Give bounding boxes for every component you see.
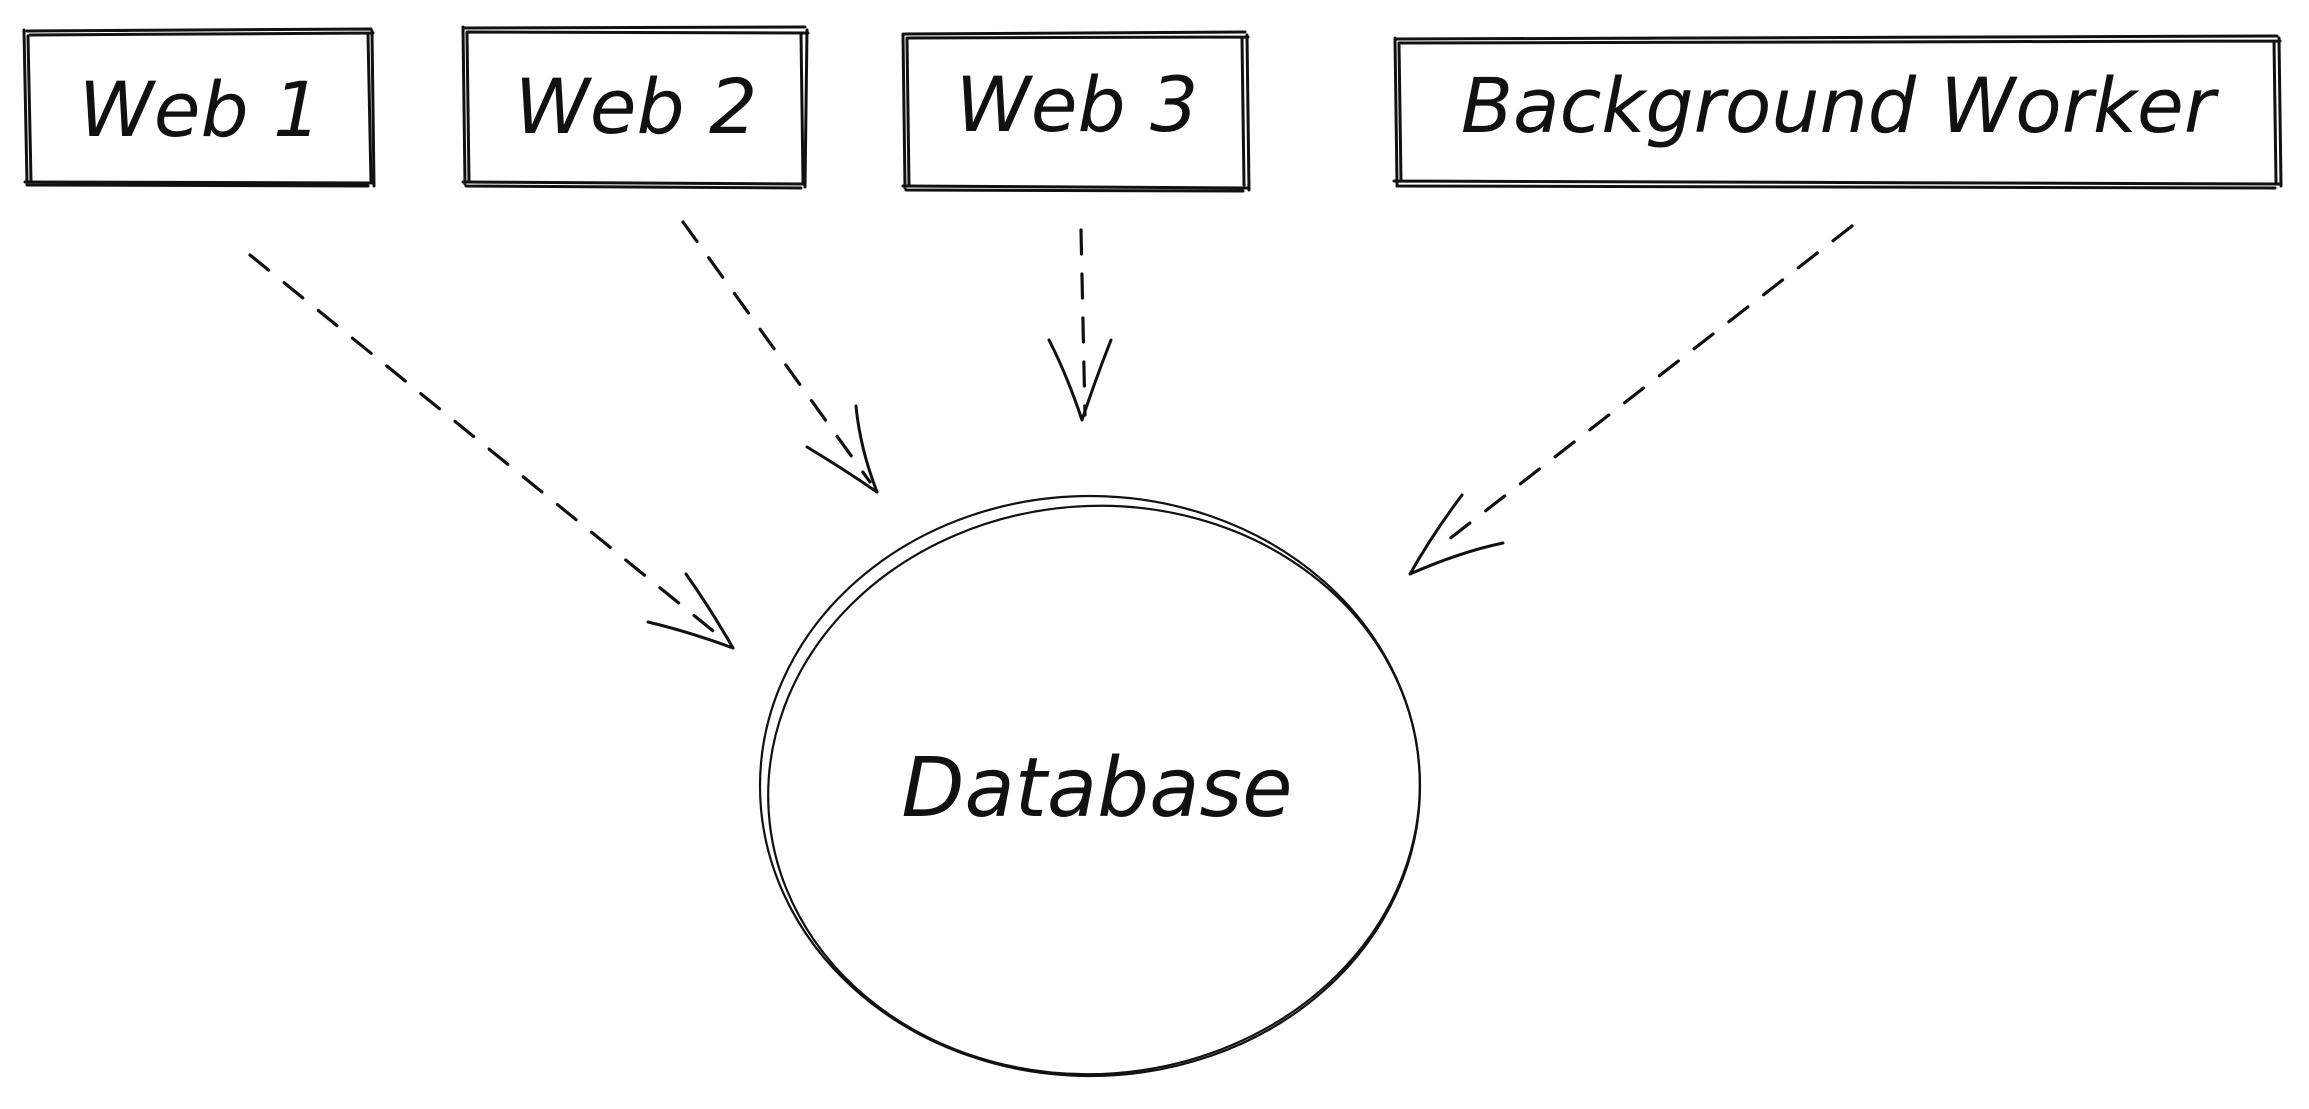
edge-web-2-arrowhead [805,404,879,494]
edge-background-worker-line [1446,224,1854,542]
node-web-3-label: Web 3 [956,60,1199,149]
node-background-worker-border [1392,34,2283,190]
edge-background-worker-to-database [1408,224,1854,576]
node-background-worker-label: Background Worker [1461,61,2220,150]
edge-web-1-to-database [248,253,735,650]
node-web-1-border [22,27,376,188]
node-web-2-border [461,25,810,190]
node-web-2[interactable]: Web 2 [461,25,810,190]
edge-web-3-arrowhead [1047,338,1113,422]
node-database[interactable]: Database [749,484,1439,1096]
node-database-outline-double [767,504,1421,1076]
node-background-worker[interactable]: Background Worker [1392,34,2283,190]
node-web-2-label: Web 2 [515,62,758,151]
edge-background-worker-arrowhead [1408,493,1505,576]
edge-web-1-line [248,253,730,645]
node-web-1[interactable]: Web 1 [22,27,376,188]
edge-web-2-to-database [681,220,879,494]
edge-web-1-arrowhead [646,572,735,650]
node-web-1-label: Web 1 [79,65,322,154]
edge-web-3-line [1079,228,1087,417]
node-web-3-border [901,30,1251,193]
edge-web-3-to-database [1047,228,1113,422]
node-database-label: Database [901,741,1292,836]
node-web-3[interactable]: Web 3 [901,30,1251,193]
edge-web-2-line [681,220,872,484]
